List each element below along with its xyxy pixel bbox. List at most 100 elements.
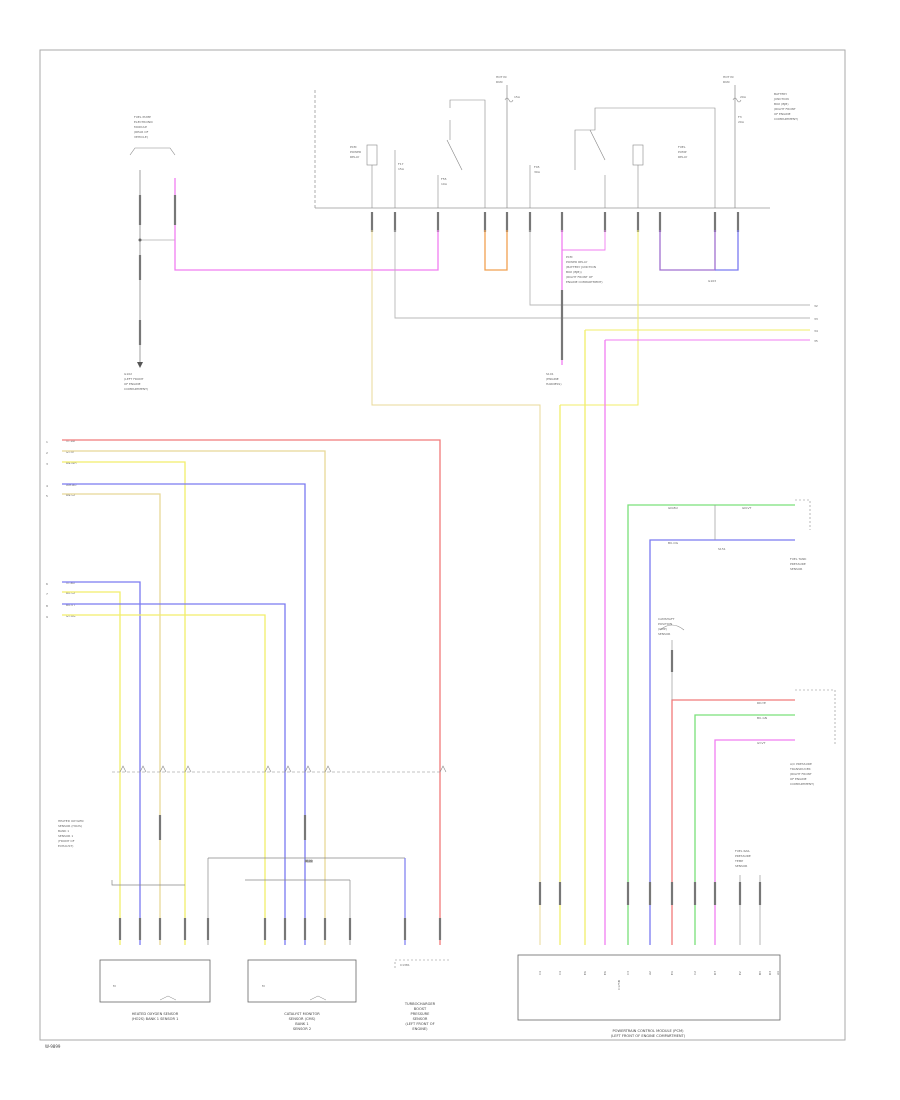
lower-splice-lines: S122 bbox=[111, 857, 406, 945]
catalyst-monitor-sensor: M CATALYST MONITOR SENSOR (CMS) BANK 1 S… bbox=[247, 959, 357, 1031]
svg-text:BN-GY: BN-GY bbox=[66, 493, 76, 497]
svg-text:PCM: PCM bbox=[566, 255, 573, 259]
left-wire-tags: VT-RD GY-YE BN-WH WH-BU BN-GY VT-BU BU-G… bbox=[66, 439, 77, 618]
pcm-power-relay-symbol: PCM POWER RELAY bbox=[350, 99, 486, 208]
svg-text:BOOST: BOOST bbox=[414, 1007, 427, 1011]
svg-text:GY-VT: GY-VT bbox=[757, 741, 766, 745]
svg-text:RELAY: RELAY bbox=[350, 155, 360, 159]
svg-text:SENSOR: SENSOR bbox=[790, 567, 802, 571]
svg-text:(REAR OF: (REAR OF bbox=[134, 130, 149, 134]
svg-text:34: 34 bbox=[814, 329, 818, 333]
svg-text:JUNCTION: JUNCTION bbox=[773, 97, 789, 101]
shield-taps bbox=[119, 765, 447, 773]
lower-connector-stubs bbox=[118, 815, 442, 940]
svg-text:C1381: C1381 bbox=[400, 963, 410, 967]
svg-text:RUN: RUN bbox=[723, 80, 730, 84]
fuse-f55: F55 10A bbox=[437, 175, 448, 208]
svg-text:F3: F3 bbox=[738, 115, 742, 119]
svg-text:SENSOR: SENSOR bbox=[735, 864, 747, 868]
svg-text:HEATED OXYGEN SENSOR: HEATED OXYGEN SENSOR bbox=[132, 1012, 179, 1016]
svg-text:F55: F55 bbox=[441, 177, 447, 181]
pcm-pin-label: E2 bbox=[738, 971, 742, 975]
svg-text:SENSOR (CMS): SENSOR (CMS) bbox=[289, 1017, 316, 1021]
svg-text:RELAY: RELAY bbox=[678, 155, 688, 159]
ho2s-bank1-sensor1: M HEATED OXYGEN SENSOR (HO2S) BANK 1 SEN… bbox=[99, 959, 211, 1021]
pcm-pin-label: C2 bbox=[693, 971, 697, 975]
fuel-pump-module-label: FUEL PUMP ELECTRONIC MODULE (REAR OF VEH… bbox=[134, 115, 153, 139]
edge-refs-right: 32 33 34 35 bbox=[814, 304, 818, 343]
hot-in-run-right-label: HOT IN RUN 20A bbox=[723, 75, 747, 99]
pcm-extra-wires bbox=[739, 875, 761, 945]
pcm-pin-label: A4 bbox=[776, 971, 780, 975]
svg-text:S122: S122 bbox=[305, 859, 313, 863]
svg-text:3: 3 bbox=[46, 462, 48, 466]
svg-text:PCM: PCM bbox=[350, 145, 357, 149]
cmp-sensor: CAMSHAFT POSITION (CMP) SENSOR bbox=[658, 617, 685, 636]
svg-text:WH-BU: WH-BU bbox=[66, 483, 76, 487]
pcm-pin-label: E6 bbox=[583, 971, 587, 975]
svg-text:1: 1 bbox=[46, 440, 48, 444]
svg-text:POWER RELAY: POWER RELAY bbox=[566, 260, 588, 264]
svg-text:8: 8 bbox=[46, 604, 48, 608]
svg-text:ENGINE): ENGINE) bbox=[412, 1027, 428, 1031]
splice-s101: S101 (ENGINE HARNESS) bbox=[546, 290, 564, 386]
ground-g102-label: G102 (LEFT FRONT OF ENGINE COMPARTMENT) bbox=[124, 372, 148, 391]
svg-text:HARNESS): HARNESS) bbox=[546, 382, 562, 386]
svg-text:9: 9 bbox=[46, 615, 48, 619]
svg-text:F45: F45 bbox=[534, 165, 540, 169]
fuel-pump-relay-symbol: FUEL PUMP RELAY bbox=[574, 107, 716, 208]
svg-text:32: 32 bbox=[814, 304, 818, 308]
svg-text:HOT IN: HOT IN bbox=[723, 75, 734, 79]
svg-text:20A: 20A bbox=[740, 95, 747, 99]
svg-text:(CMP): (CMP) bbox=[658, 627, 667, 631]
right-wires bbox=[559, 330, 795, 945]
svg-text:(LEFT FRONT: (LEFT FRONT bbox=[124, 377, 144, 381]
pcm-pin-label: E4 bbox=[670, 971, 674, 975]
pcm-pin-label: A2 bbox=[648, 971, 652, 975]
svg-text:GN-VT: GN-VT bbox=[742, 506, 752, 510]
ac-pressure-transducer: A/C PRESSURE TRANSDUCER (RIGHT FRONT OF … bbox=[789, 689, 836, 786]
hot-in-run-left-label: HOT IN RUN 15A bbox=[496, 75, 521, 99]
svg-text:COMPARTMENT): COMPARTMENT) bbox=[124, 387, 148, 391]
pcm-relay-note: PCM POWER RELAY (BATTERY JUNCTION BOX (B… bbox=[566, 255, 603, 284]
svg-text:EXHAUST): EXHAUST) bbox=[58, 844, 73, 848]
edge-refs-left: 1 2 3 4 5 6 7 8 9 bbox=[46, 440, 48, 619]
fuse-f17: F17 15A bbox=[394, 150, 405, 208]
svg-text:OF ENGINE: OF ENGINE bbox=[774, 112, 791, 116]
svg-text:SENSOR: SENSOR bbox=[658, 632, 670, 636]
svg-text:(LEFT FRONT OF: (LEFT FRONT OF bbox=[405, 1022, 434, 1026]
svg-text:(BATTERY JUNCTION: (BATTERY JUNCTION bbox=[566, 265, 596, 269]
svg-text:GY-YE: GY-YE bbox=[66, 450, 74, 454]
fuse-f45: F45 30A bbox=[529, 165, 541, 208]
page-frame bbox=[39, 49, 846, 1041]
pcm-pin-label: C4 bbox=[558, 971, 562, 975]
pcm-title: POWERTRAIN CONTROL MODULE (PCM) (LEFT FR… bbox=[611, 1029, 686, 1038]
svg-text:BOX (BJB)): BOX (BJB)) bbox=[566, 270, 582, 274]
svg-text:PRESSURE: PRESSURE bbox=[411, 1012, 431, 1016]
pcm-pin-label: D3 bbox=[768, 971, 772, 975]
top-connector-stubs bbox=[370, 212, 740, 232]
svg-text:10A: 10A bbox=[441, 182, 448, 186]
svg-text:SENSOR 2: SENSOR 2 bbox=[293, 1027, 311, 1031]
svg-text:TEMP: TEMP bbox=[734, 859, 743, 863]
svg-text:FUEL TANK: FUEL TANK bbox=[790, 557, 807, 561]
fuel-tank-pressure-sensor: FUEL TANK PRESSURE SENSOR bbox=[790, 499, 811, 571]
right-wire-tags: GN-BU GN-VT BU-OG RD-YE BU-GN GY-VT S151 bbox=[668, 506, 767, 745]
pcm-module: C175B bbox=[517, 954, 781, 1021]
svg-text:RD-YE: RD-YE bbox=[757, 701, 766, 705]
svg-text:BANK 1: BANK 1 bbox=[58, 829, 69, 833]
svg-text:POSITION: POSITION bbox=[658, 622, 672, 626]
top-fuse-right bbox=[732, 85, 742, 208]
svg-text:C175B: C175B bbox=[617, 980, 621, 990]
svg-text:BU-GN: BU-GN bbox=[757, 716, 767, 720]
svg-text:BU-OG: BU-OG bbox=[668, 541, 679, 545]
left-wires bbox=[62, 439, 441, 945]
svg-text:(LEFT FRONT OF ENGINE COMPARTM: (LEFT FRONT OF ENGINE COMPARTMENT) bbox=[611, 1034, 686, 1038]
svg-text:BU-GY: BU-GY bbox=[66, 591, 76, 595]
svg-text:TURBOCHARGER: TURBOCHARGER bbox=[404, 1002, 436, 1006]
svg-text:6: 6 bbox=[46, 582, 48, 586]
svg-text:TRANSDUCER: TRANSDUCER bbox=[789, 767, 811, 771]
svg-text:POWER: POWER bbox=[350, 150, 361, 154]
